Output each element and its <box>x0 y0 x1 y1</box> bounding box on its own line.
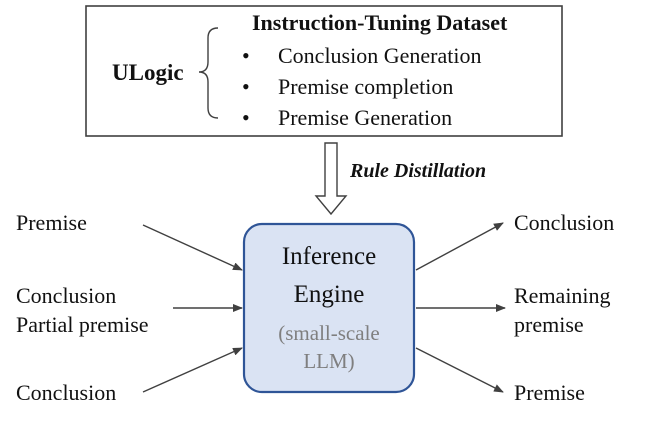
dataset-title: Instruction-Tuning Dataset <box>252 10 508 35</box>
engine-subtitle-line1: (small-scale <box>278 321 380 345</box>
output-conclusion: Conclusion <box>514 210 615 235</box>
dataset-box <box>85 5 563 137</box>
dataset-item-premise-generation: Premise Generation <box>278 105 453 130</box>
output-premise: Premise <box>514 380 585 405</box>
ulogic-label: ULogic <box>112 60 184 85</box>
bullet-icon: • <box>242 74 250 99</box>
input-conclusion: Conclusion <box>16 283 117 308</box>
bullet-icon: • <box>242 43 250 68</box>
input-arrow-bottom <box>142 347 243 393</box>
output-arrow-top <box>415 222 504 271</box>
bullet-icon: • <box>242 105 250 130</box>
engine-title-line2: Engine <box>293 281 365 308</box>
engine-subtitle-line2: LLM) <box>303 349 355 373</box>
input-arrow-top <box>142 224 243 271</box>
output-premise-word: premise <box>514 312 584 337</box>
input-partial-premise: Partial premise <box>16 312 149 337</box>
input-premise: Premise <box>16 210 87 235</box>
inference-engine-box <box>242 222 416 394</box>
distillation-arrow-icon <box>314 142 348 216</box>
distillation-label: Rule Distillation <box>350 160 487 182</box>
engine-title-line1: Inference <box>281 243 377 270</box>
output-arrow-bottom <box>415 347 504 393</box>
input-conclusion-bottom: Conclusion <box>16 380 117 405</box>
dataset-item-conclusion-generation: Conclusion Generation <box>278 43 482 68</box>
brace-icon <box>198 27 219 119</box>
output-remaining: Remaining <box>514 283 611 308</box>
dataset-item-premise-completion: Premise completion <box>278 74 454 99</box>
